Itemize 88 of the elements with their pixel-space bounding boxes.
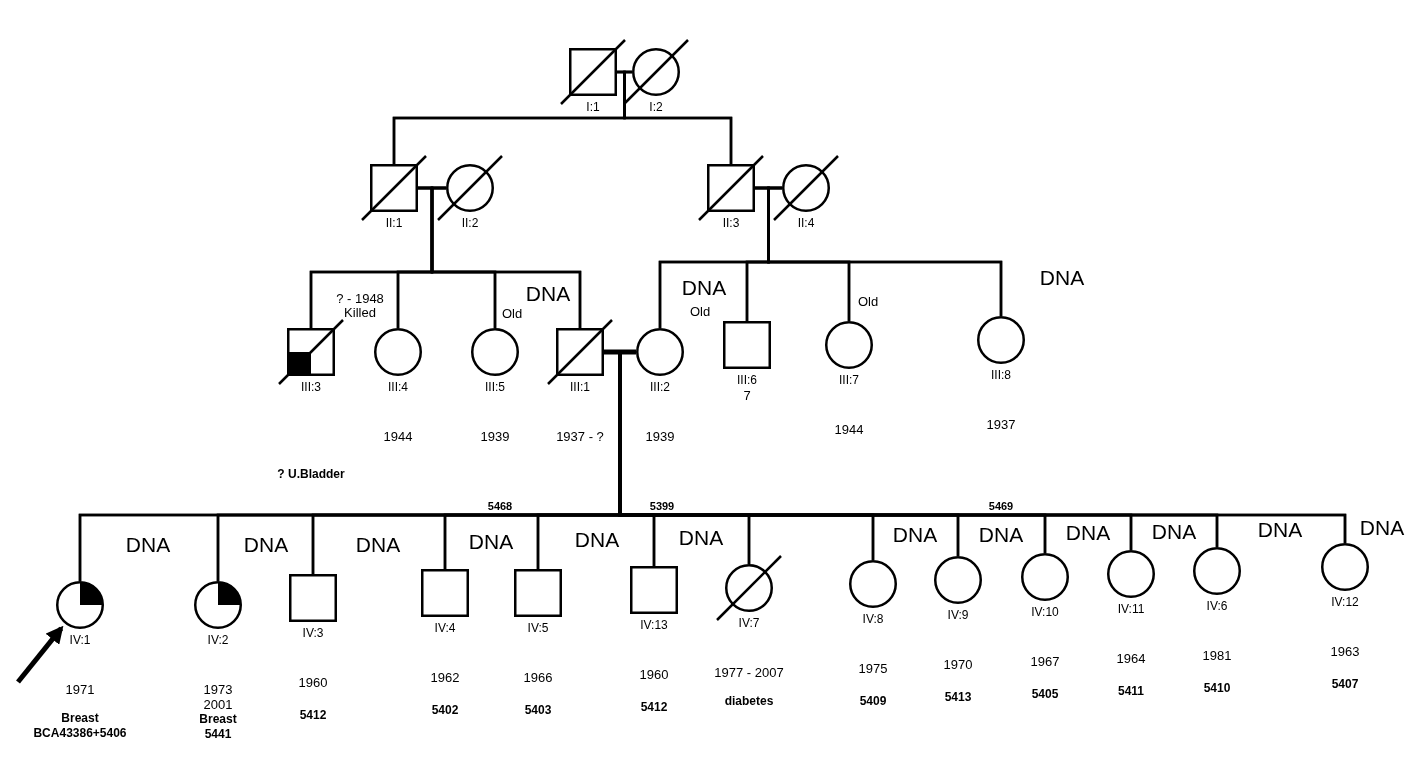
individual-label: IV:7 [738,616,760,631]
annotation-text: Old [857,294,879,310]
individual-label: III:7 [839,373,859,388]
annotation-text: 7 [743,388,751,403]
annotation-text: Old [689,304,711,320]
annotation-text: 1966 [523,670,553,685]
individual-label: I:2 [649,100,663,115]
annotation-text: DNA [1359,516,1405,540]
annotation-text: 1981 [1202,648,1232,663]
annotation-text: 1939 [645,429,675,444]
annotation-text: DNA [1257,518,1303,542]
individual-label: II:4 [797,216,815,231]
annotation-text: Breast [199,712,237,727]
individual-label: III:2 [650,380,670,395]
annotation-text: 1937 - ? [556,429,604,444]
individual-label: IV:6 [1206,599,1228,614]
annotation-text: 5409 [859,694,887,709]
annotation-text: 1970 [943,657,973,672]
individual-label: III:8 [991,368,1011,383]
individual-label: IV:10 [1031,605,1059,620]
individual-label: II:2 [461,216,479,231]
individual-label: IV:1 [69,633,91,648]
annotation-text: DNA [525,282,571,306]
annotation-text: 1975 [858,661,888,676]
annotation-text: 5403 [524,703,552,718]
annotation-text: DNA [355,533,401,557]
annotation-text: 1963 [1330,644,1360,659]
annotation-text: DNA [678,526,724,550]
individual-label: IV:5 [527,621,549,636]
individual-label: IV:12 [1331,595,1359,610]
annotation-text: DNA [125,533,171,557]
annotation-text: 5405 [1031,687,1059,702]
annotation-text: 1944 [383,429,413,444]
annotation-text: Breast [61,711,99,726]
individual-label: III:5 [485,380,505,395]
annotation-text: 1937 [986,417,1016,432]
annotation-text: 1967 [1030,654,1060,669]
annotation-text: DNA [1039,266,1085,290]
annotation-text: 1944 [834,422,864,437]
annotation-text: DNA [574,528,620,552]
annotation-text: 1960 [639,667,669,682]
individual-label: IV:3 [302,626,324,641]
annotation-text: 5413 [944,690,972,705]
individual-label: IV:13 [640,618,668,633]
individual-label: IV:2 [207,633,229,648]
individual-label: IV:4 [434,621,456,636]
annotation-text: 5468 [487,499,513,513]
annotation-text: 1962 [430,670,460,685]
annotation-text: ? - 1948 Killed [335,291,385,321]
individual-label: III:6 [737,373,757,388]
individual-label: II:3 [722,216,740,231]
annotation-text: ? U.Bladder [276,468,346,482]
pedigree-line [604,349,636,355]
annotation-text: 5441 [204,727,232,742]
annotation-text: DNA [1065,521,1111,545]
annotation-text: 5410 [1203,681,1231,696]
annotation-text: DNA [468,530,514,554]
individual-label: III:3 [301,380,321,395]
individual-label: III:4 [388,380,408,395]
annotation-text: 1939 [480,429,510,444]
annotation-text: 5412 [640,700,668,715]
annotation-text: 5411 [1117,684,1144,699]
annotation-text: 5399 [649,499,675,513]
annotation-text: DNA [1151,520,1197,544]
annotation-text: 1971 [65,682,95,697]
annotation-text: 1960 [298,675,328,690]
annotation-text: DNA [892,523,938,547]
annotation-text: BCA43386+5406 [33,726,127,741]
annotation-text: DNA [243,533,289,557]
annotation-text: 5412 [299,708,327,723]
proband-arrow [16,625,64,684]
annotation-text: Old [501,306,523,322]
annotation-text: 5402 [431,703,459,718]
annotation-text: 5407 [1331,677,1359,692]
annotation-text: 5469 [988,499,1014,513]
individual-label: IV:8 [862,612,884,627]
annotation-text: 2001 [203,697,233,712]
individual-label: IV:11 [1117,602,1145,617]
annotation-text: 1973 [203,682,233,697]
annotation-text: DNA [681,276,727,300]
annotation-text: 1977 - 2007 [714,665,784,680]
annotation-text: DNA [978,523,1024,547]
individual-label: II:1 [385,216,403,231]
individual-label: III:1 [570,380,590,395]
individual-label: I:1 [586,100,600,115]
annotation-text: 1964 [1116,651,1146,666]
annotation-text: diabetes [724,694,774,709]
individual-label: IV:9 [947,608,969,623]
